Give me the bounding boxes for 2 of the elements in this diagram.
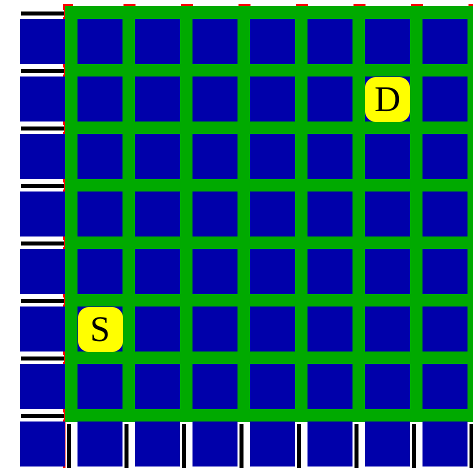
cell-marker: S (78, 306, 122, 352)
cell-marker: D (365, 76, 410, 122)
